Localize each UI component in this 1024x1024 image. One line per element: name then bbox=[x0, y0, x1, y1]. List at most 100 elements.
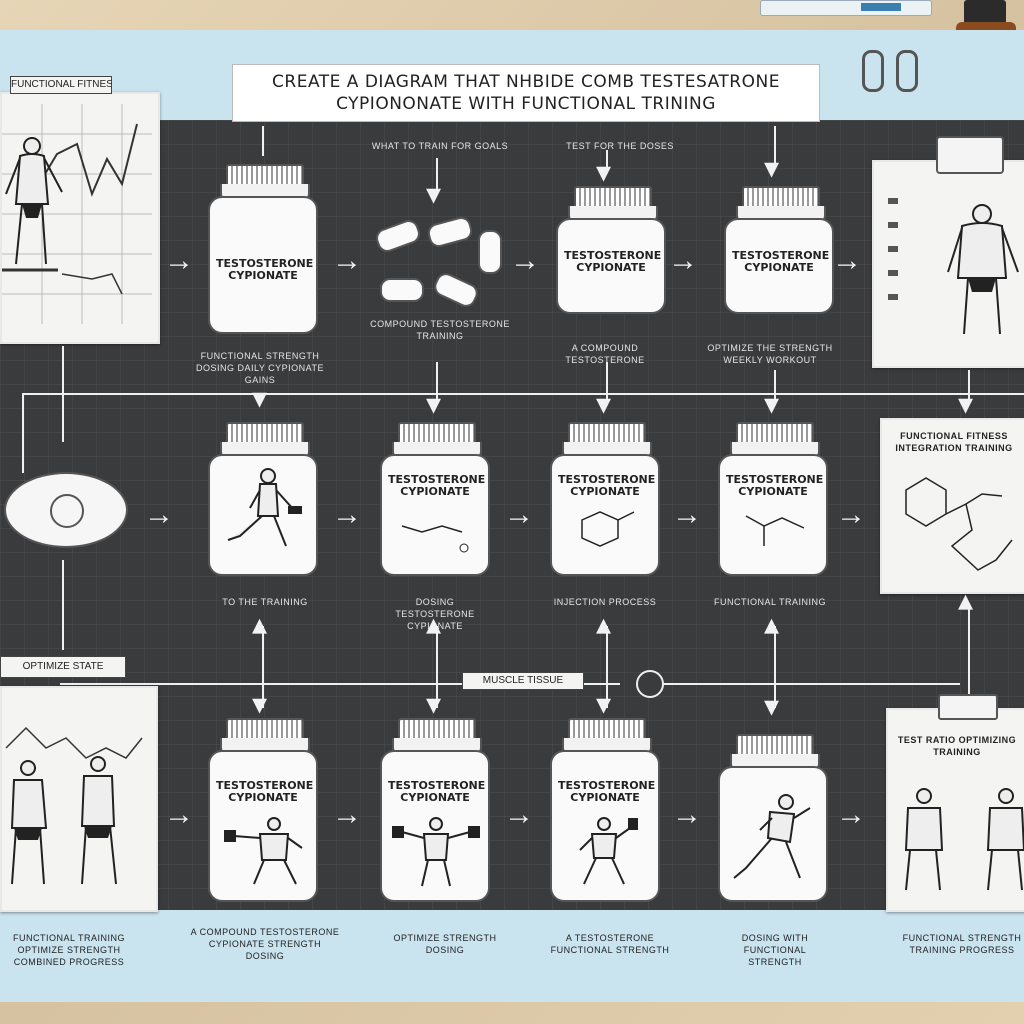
before-after-panel: TEST RATIO OPTIMIZING TRAINING bbox=[886, 708, 1024, 912]
molecule-icon bbox=[745, 515, 805, 546]
bottom-caption: DOSING WITH FUNCTIONAL STRENGTH bbox=[741, 933, 809, 967]
down-arrow-icon: ▾ bbox=[764, 388, 780, 421]
down-arrow-icon: ▾ bbox=[426, 178, 442, 211]
testosterone-jar: TESTOSTERONE CYPIONATE bbox=[380, 718, 490, 904]
midline-tag: MUSCLE TISSUE bbox=[462, 672, 584, 690]
progress-chart bbox=[2, 104, 152, 324]
dumbbell-curl-figure bbox=[224, 817, 303, 885]
paper-clip-icon bbox=[862, 50, 884, 92]
exercise-jar bbox=[208, 422, 318, 578]
right-arrow-icon: → bbox=[504, 498, 534, 531]
panel-title: TEST RATIO OPTIMIZING TRAINING bbox=[897, 735, 1017, 757]
connector-line bbox=[774, 126, 776, 166]
step-caption: FUNCTIONAL TRAINING bbox=[713, 597, 826, 607]
jar-label: TESTOSTERONE CYPIONATE bbox=[216, 257, 314, 282]
down-arrow-icon: ▾ bbox=[252, 688, 268, 721]
connector-line bbox=[22, 393, 24, 473]
right-arrow-icon: → bbox=[672, 498, 702, 531]
jar-label: TESTOSTERONE CYPIONATE bbox=[216, 779, 314, 804]
jar-label: TESTOSTERONE CYPIONATE bbox=[388, 473, 486, 498]
exercise-jar bbox=[718, 734, 828, 904]
title-line-1: CREATE A DIAGRAM THAT NHBIDE COMB TESTES… bbox=[272, 72, 780, 92]
jar-label: TESTOSTERONE CYPIONATE bbox=[732, 249, 830, 274]
connector-line bbox=[606, 362, 608, 402]
connector-line bbox=[60, 683, 620, 685]
testosterone-jar: TESTOSTERONE CYPIONATE bbox=[556, 186, 666, 316]
page-title: CREATE A DIAGRAM THAT NHBIDE COMB TESTES… bbox=[232, 64, 820, 122]
jar-label: TESTOSTERONE CYPIONATE bbox=[388, 779, 486, 804]
node-circle-icon bbox=[636, 670, 664, 698]
molecule-panel: FUNCTIONAL FITNESS INTEGRATION TRAINING bbox=[880, 418, 1024, 594]
diagram-board bbox=[0, 120, 1024, 910]
step-caption: A COMPOUND TESTOSTERONE bbox=[565, 343, 645, 365]
right-arrow-icon: → bbox=[144, 498, 174, 531]
connector-line bbox=[22, 393, 1024, 395]
up-arrow-icon: ▴ bbox=[596, 608, 612, 641]
right-arrow-icon: → bbox=[164, 798, 194, 831]
connector-line bbox=[262, 126, 264, 156]
down-arrow-icon: ▾ bbox=[596, 156, 612, 189]
down-arrow-icon: ▾ bbox=[596, 388, 612, 421]
connector-line bbox=[262, 626, 264, 708]
bodybuilder-figure bbox=[888, 198, 1019, 335]
step-caption: FUNCTIONAL STRENGTH DOSING DAILY CYPIONA… bbox=[195, 351, 325, 385]
column-header: WHAT TO TRAIN FOR GOALS bbox=[371, 141, 509, 151]
bottom-caption: FUNCTIONAL TRAINING OPTIMIZE STRENGTH CO… bbox=[12, 933, 125, 967]
down-arrow-icon: ▾ bbox=[958, 388, 974, 421]
connector-line bbox=[436, 626, 438, 708]
connector-line bbox=[606, 626, 608, 708]
jar-label: TESTOSTERONE CYPIONATE bbox=[564, 249, 662, 274]
panel-tag: OPTIMIZE STATE bbox=[0, 656, 126, 678]
right-arrow-icon: → bbox=[504, 798, 534, 831]
syringe-icon bbox=[760, 0, 932, 16]
step-caption: DOSING TESTOSTERONE CYPIONATE bbox=[395, 597, 475, 631]
step-caption: TO THE TRAINING bbox=[222, 597, 308, 607]
column-header: TEST FOR THE DOSES bbox=[566, 141, 674, 151]
testosterone-jar: TESTOSTERONE CYPIONATE bbox=[208, 164, 318, 336]
right-arrow-icon: → bbox=[672, 798, 702, 831]
bodybuilder-comparison-figure bbox=[5, 726, 143, 885]
right-arrow-icon: → bbox=[836, 498, 866, 531]
bottom-caption: OPTIMIZE STRENGTH DOSING bbox=[393, 933, 497, 955]
sprint-figure bbox=[733, 794, 811, 879]
squat-figure bbox=[579, 817, 638, 885]
connector-line bbox=[968, 370, 970, 404]
lunge-athlete-figure bbox=[227, 468, 302, 547]
comparison-panel bbox=[0, 686, 158, 912]
bottom-caption: FUNCTIONAL STRENGTH TRAINING PROGRESS bbox=[902, 933, 1022, 955]
testosterone-jar: TESTOSTERONE CYPIONATE bbox=[550, 422, 660, 578]
step-caption: COMPOUND TESTOSTERONE TRAINING bbox=[370, 319, 510, 341]
right-arrow-icon: → bbox=[332, 244, 362, 277]
bodybuilder-pair-figure bbox=[904, 788, 1024, 891]
panel-tag: FUNCTIONAL FITNESS bbox=[10, 76, 112, 94]
connector-line bbox=[774, 626, 776, 708]
down-arrow-icon: ▾ bbox=[426, 688, 442, 721]
connector-line bbox=[436, 158, 438, 194]
connector-line bbox=[436, 362, 438, 402]
connector-line bbox=[606, 150, 608, 170]
pill-icon bbox=[380, 278, 424, 302]
down-arrow-icon: ▾ bbox=[596, 688, 612, 721]
bottom-caption: A TESTOSTERONE FUNCTIONAL STRENGTH bbox=[550, 933, 670, 955]
testosterone-jar: TESTOSTERONE CYPIONATE bbox=[718, 422, 828, 578]
right-arrow-icon: → bbox=[510, 244, 540, 277]
right-arrow-icon: → bbox=[668, 244, 698, 277]
panel-title: FUNCTIONAL FITNESS INTEGRATION TRAINING bbox=[895, 431, 1013, 453]
right-arrow-icon: → bbox=[832, 244, 862, 277]
testosterone-jar: TESTOSTERONE CYPIONATE bbox=[550, 718, 660, 904]
up-arrow-icon: ▴ bbox=[958, 584, 974, 617]
right-arrow-icon: → bbox=[332, 498, 362, 531]
right-arrow-icon: → bbox=[332, 798, 362, 831]
clipboard-panel bbox=[872, 160, 1024, 368]
progress-chart-panel bbox=[0, 92, 160, 344]
paper-clip-icon bbox=[896, 50, 918, 92]
molecule-structure bbox=[905, 477, 1013, 571]
connector-line bbox=[62, 346, 64, 442]
testosterone-jar: TESTOSTERONE CYPIONATE bbox=[724, 186, 834, 316]
jar-label: TESTOSTERONE CYPIONATE bbox=[558, 779, 656, 804]
connector-line bbox=[774, 370, 776, 404]
molecule-icon bbox=[581, 511, 635, 547]
right-arrow-icon: → bbox=[836, 798, 866, 831]
testosterone-jar: TESTOSTERONE CYPIONATE bbox=[380, 422, 490, 578]
title-line-2: CYPIONONATE WITH FUNCTIONAL TRINING bbox=[336, 94, 716, 114]
